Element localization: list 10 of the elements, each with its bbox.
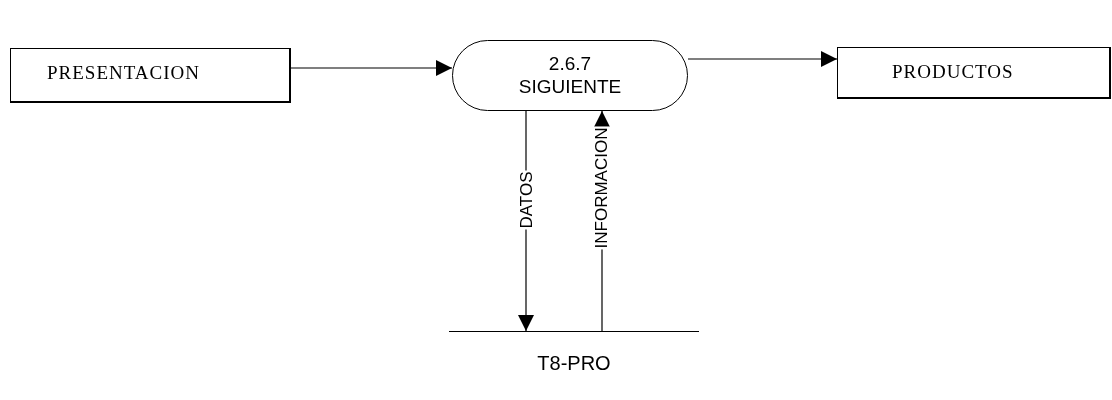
process-name: SIGUIENTE	[517, 75, 623, 98]
external-entity-box	[837, 47, 1111, 99]
edge-label: DATOS	[517, 170, 535, 230]
external-entity-box	[10, 48, 291, 103]
arrow	[687, 51, 838, 67]
store-label: T8-PRO	[537, 352, 611, 375]
entity-label: PRODUCTOS	[892, 61, 1014, 83]
process-number: 2.6.7	[547, 52, 593, 75]
entity-label: PRESENTACION	[47, 62, 200, 84]
arrow	[290, 60, 453, 76]
